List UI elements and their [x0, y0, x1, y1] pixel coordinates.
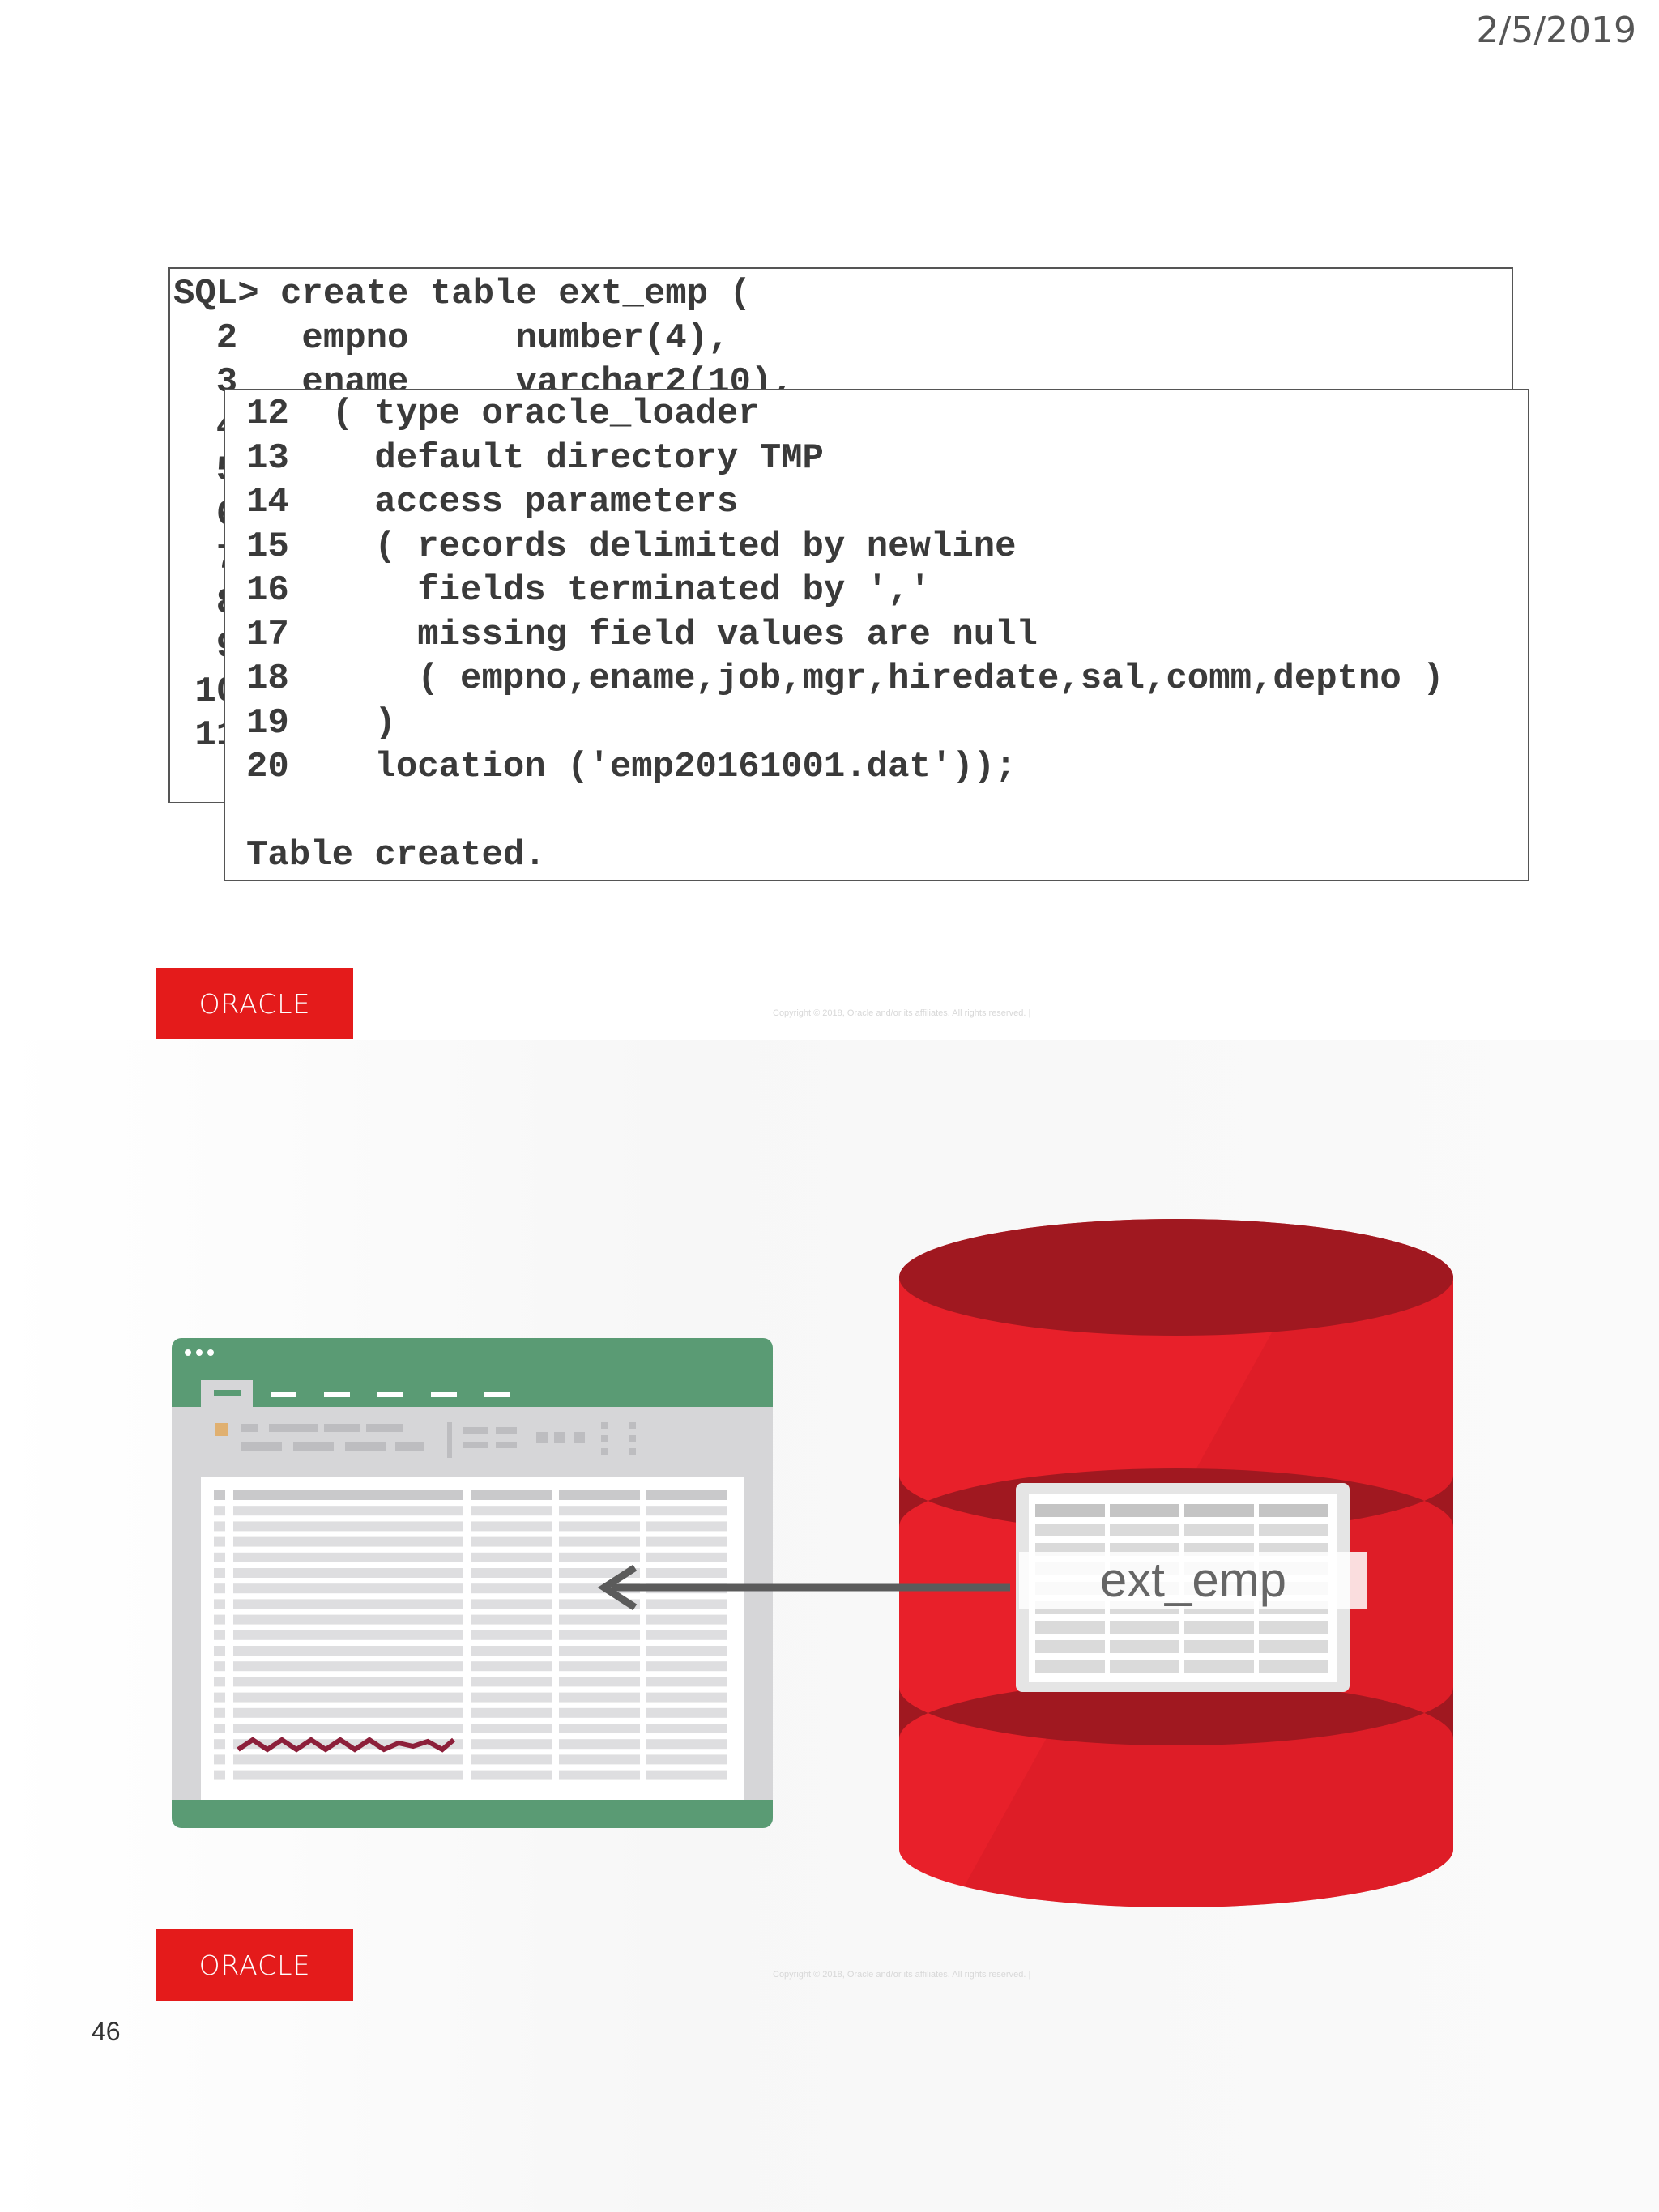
sql-front-code-line: 14 access parameters	[246, 482, 739, 522]
oracle-logo-45: ORACLE	[156, 968, 353, 1039]
sql-back-code-line: SQL> create table ext_emp (	[173, 274, 751, 314]
arrow-left-icon	[597, 1565, 1010, 1610]
sql-front-code-line: 16 fields terminated by ','	[246, 570, 931, 611]
sql-front-code-line	[246, 790, 1528, 834]
sql-front-code-line: 18 ( empno,ename,job,mgr,hiredate,sal,co…	[246, 658, 1444, 699]
sql-front-code-line: 20 location ('emp20161001.dat'));	[246, 747, 1017, 787]
sql-front-code-line: 13 default directory TMP	[246, 437, 824, 479]
oracle-logo-46: ORACLE	[156, 1929, 353, 2001]
sql-front-code-line: Table created.	[246, 835, 546, 876]
sql-back-code-line: 2 empno number(4),	[173, 318, 730, 359]
copyright-46: Copyright © 2018, Oracle and/or its affi…	[773, 1970, 1031, 1980]
oracle-logo-text: ORACLE	[198, 1949, 311, 1981]
header-date: 2/5/2019	[1476, 10, 1636, 51]
spreadsheet-window-icon	[172, 1338, 773, 1828]
ext-emp-label: ext_emp	[1019, 1552, 1367, 1609]
sql-back-code: SQL> create table ext_emp ( 2 empno numb…	[173, 272, 1512, 758]
sql-front-code-line: 17 missing field values are null	[246, 614, 1038, 655]
slide-number-46: 46	[92, 2017, 121, 2046]
sql-front-code-line: 19 )	[246, 702, 396, 744]
sql-front-code-line: 15 ( records delimited by newline	[246, 526, 1017, 567]
oracle-logo-text: ORACLE	[198, 987, 311, 1020]
copyright-45: Copyright © 2018, Oracle and/or its affi…	[773, 1008, 1031, 1018]
sql-front-code-line: 12 ( type oracle_loader	[246, 394, 760, 434]
